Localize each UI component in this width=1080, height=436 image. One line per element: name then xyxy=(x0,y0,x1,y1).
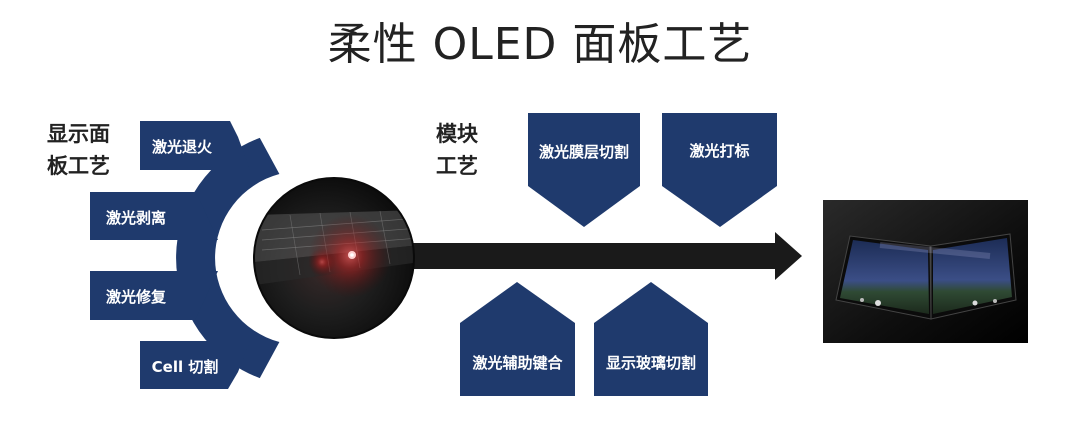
module-process-label-line2: 工艺 xyxy=(436,154,478,178)
step-label-laser-anneal: 激光退火 xyxy=(151,138,212,156)
step-label-glass-cutting: 显示玻璃切割 xyxy=(605,354,696,372)
foldable-phone-image xyxy=(823,200,1028,343)
main-arrow xyxy=(405,232,802,280)
laser-process-image xyxy=(253,177,415,339)
step-box-laser-liftoff xyxy=(90,192,218,240)
step-label-assisted-bonding: 激光辅助键合 xyxy=(472,354,563,372)
display-process-arc xyxy=(176,137,280,379)
step-box-glass-cutting xyxy=(594,282,708,396)
module-process-label: 模块 工艺 xyxy=(436,118,478,182)
step-box-laser-repair xyxy=(90,271,218,320)
step-box-assisted-bonding xyxy=(460,282,575,396)
step-label-film-cutting: 激光膜层切割 xyxy=(538,143,629,161)
step-label-laser-liftoff: 激光剥离 xyxy=(105,209,166,227)
page-title: 柔性 OLED 面板工艺 xyxy=(327,19,753,70)
module-process-label-line1: 模块 xyxy=(436,122,478,146)
step-label-laser-marking: 激光打标 xyxy=(689,142,750,160)
step-box-cell-cutting xyxy=(140,341,250,389)
display-process-label: 显示面 板工艺 xyxy=(47,118,110,182)
step-box-laser-marking xyxy=(662,113,777,227)
step-label-laser-repair: 激光修复 xyxy=(105,288,166,306)
step-box-film-cutting xyxy=(528,113,640,227)
display-process-label-line1: 显示面 xyxy=(47,122,110,146)
step-box-laser-anneal xyxy=(140,121,250,170)
step-label-cell-cutting: Cell 切割 xyxy=(151,358,219,376)
display-process-label-line2: 板工艺 xyxy=(47,154,110,178)
